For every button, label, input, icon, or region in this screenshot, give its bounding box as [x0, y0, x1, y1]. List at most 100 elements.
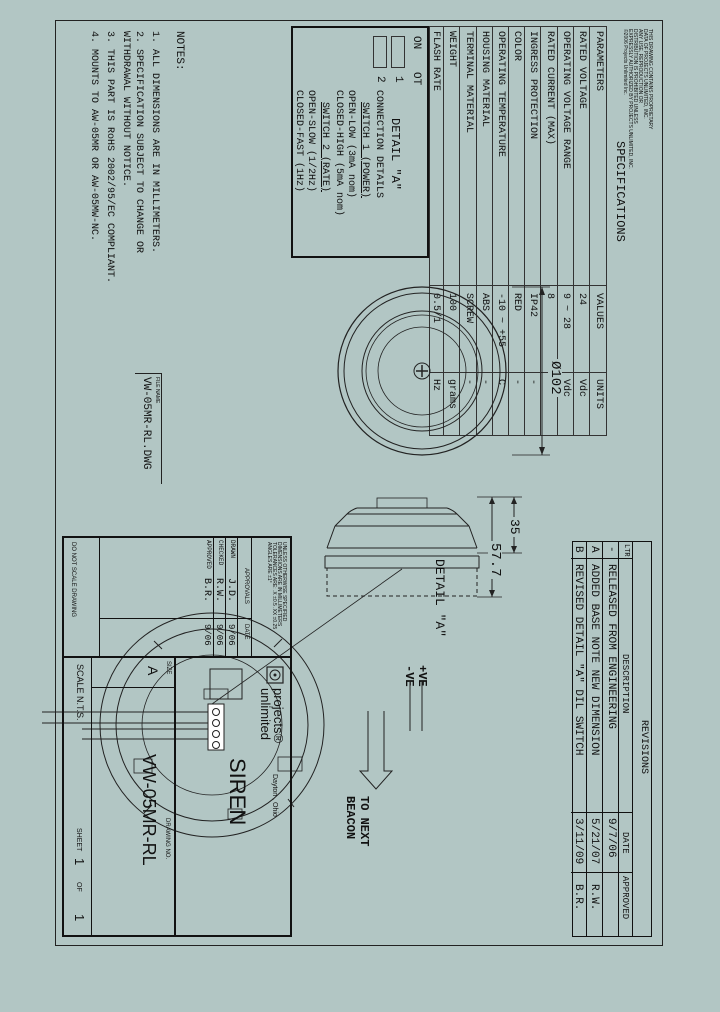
note-line: 4. MOUNTS TO AW-05MR OR AW-05MW-NC. [88, 31, 99, 242]
approval-row: APPROVED B.R. 9/06 [201, 538, 214, 656]
detail-a-line: SWITCH 2 (RATE) [319, 102, 330, 193]
beacon-label: BEACON [343, 796, 357, 840]
rev-header: DESCRIPTION [620, 654, 630, 714]
approvals-area: UNLESS OTHERWISE SPECIFIED DIMENSIONS AR… [64, 538, 290, 658]
approval-row: CHECKED R.W. 9/06 [213, 538, 226, 656]
title-divider [174, 658, 176, 935]
rev-description: REVISED DETAIL "A" DIL SWITCH [572, 564, 584, 756]
revisions-title: REVISIONS [638, 720, 649, 775]
dip-switch-1 [391, 36, 405, 68]
note-line: WITHDRAWAL WITHOUT NOTICE. [120, 31, 131, 188]
spec-param: RATED VOLTAGE [576, 31, 587, 110]
siren-top-view [337, 286, 507, 456]
detail-a-line: OPEN-LOW (3mA nom) [345, 90, 356, 199]
approvals-header: APPROVALS [243, 568, 249, 604]
approval-name: B.R. [201, 578, 212, 603]
siren-side-view [324, 497, 480, 597]
of-label: OF [75, 882, 82, 892]
note-line: 2. SPECIFICATION SUBJECT TO CHANGE OR [133, 31, 144, 254]
approval-date: 9/06 [214, 624, 224, 646]
approval-rows: DRAWN J.D. 9/06 CHECKED R.W. 9/06 APPROVED B.R.… [100, 538, 238, 656]
rev-letter: - [605, 546, 617, 553]
spec-param: COLOR [511, 31, 523, 62]
height-base-label: 35 [507, 517, 522, 537]
spec-param: OPERATING TEMPERATURE [495, 31, 506, 158]
approval-row: DRAWN J.D. 9/06 [225, 538, 238, 656]
of-value: 1 [72, 914, 87, 922]
rev-date: 3/11/09 [572, 818, 584, 865]
spec-param: INGRESS PROTECTION [527, 31, 539, 140]
detail-a-line: SWITCH 1 (POWER) [359, 102, 370, 199]
approval-role: DRAWN [229, 540, 236, 559]
wire-lines [409, 681, 423, 731]
detail-a-drawing [42, 568, 403, 838]
rev-date: 5/21/07 [588, 818, 600, 865]
note-line: 1. ALL DIMENSIONS ARE IN MILLIMETERS. [149, 31, 160, 254]
detail-a-line: CLOSED-HIGH (5mA nom) [333, 90, 344, 217]
height-total-label: 57.7 [487, 541, 503, 579]
approval-role: CHECKED [217, 540, 224, 566]
rev-letter: A [588, 546, 600, 553]
revisions-table: REVISIONS LTR DESCRIPTION DATE APPROVED … [571, 541, 652, 937]
spec-value: 24 [576, 293, 587, 306]
approval-name: J.D. [225, 578, 236, 603]
company-logo-icon [266, 666, 284, 684]
switch-header-on: ON [410, 36, 422, 50]
approval-date: 9/06 [226, 624, 236, 646]
company-area: projects® unlimited Dayton , Ohio SIREN … [64, 658, 290, 935]
approvals-divider [99, 538, 100, 656]
size-label: SIZE [165, 661, 171, 675]
sheet-label: SHEET [75, 828, 82, 852]
drawing-no-value: VW-05MR-RL [139, 754, 159, 866]
rotated-drawing: THIS DRAWING CONTAINS PROPRIETARY DATA O… [42, 21, 662, 945]
drawing-no-label: DRAWING NO. [164, 818, 170, 860]
spec-param: FLASH RATE [430, 31, 442, 92]
rev-approved: R.W. [588, 884, 600, 911]
notes: NOTES: 1. ALL DIMENSIONS ARE IN MILLIMET… [88, 31, 185, 284]
title-divider [91, 658, 92, 935]
spec-header: VALUES [593, 293, 604, 330]
file-name-block: FILE NAME VW-05MR-RL.DWG [135, 373, 162, 484]
notes-title: NOTES: [173, 31, 185, 71]
detail-a-box: ON OT 1 2 DETAIL "A" CONNECTION DETAILS … [291, 26, 429, 258]
size-value: A [145, 666, 161, 676]
dip-switch-2 [373, 36, 387, 68]
rev-header: DATE [620, 832, 630, 854]
rev-letter: B [572, 546, 584, 553]
tolerance-notes: UNLESS OTHERWISE SPECIFIED DIMENSIONS AR… [266, 542, 287, 629]
approval-name: R.W. [213, 578, 224, 603]
specifications-title: SPECIFICATIONS [613, 141, 627, 242]
drawing-sheet: THIS DRAWING CONTAINS PROPRIETARY DATA O… [42, 20, 663, 946]
approval-role: APPROVED [205, 540, 212, 569]
date-header: DATE [243, 624, 249, 640]
spec-unit: Vdc [576, 379, 587, 398]
spec-header-row: PARAMETERS VALUES UNITS [590, 27, 606, 435]
spec-param: WEIGHT [446, 31, 458, 68]
switch-number-1: 1 [392, 76, 404, 83]
detail-a-label: DETAIL "A" [432, 559, 447, 638]
spec-param: OPERATING VOLTAGE RANGE [559, 31, 571, 170]
detail-a-line: OPEN-SLOW (1/2Hz) [305, 90, 316, 193]
note-line: 3. THIS PART IS RoHS 2002/95/EC COMPLIAN… [104, 31, 115, 284]
approval-date: 9/06 [202, 624, 212, 646]
detail-a-line: CONNECTION DETAILS [373, 90, 384, 199]
file-name-label: FILE NAME [154, 377, 160, 404]
approvals-divider [251, 538, 252, 656]
spec-header: PARAMETERS [593, 31, 604, 92]
rev-approved: B.R. [572, 884, 584, 911]
drawing-title: SIREN [225, 758, 250, 826]
company-name-1: projects® [271, 688, 286, 744]
switch-number-2: 2 [374, 76, 386, 83]
rev-header: APPROVED [620, 876, 630, 920]
spec-param: RATED CURRENT (MAX) [543, 31, 555, 146]
to-next-label: TO NEXT [357, 796, 371, 847]
do-not-scale: DO NOT SCALE DRAWING [70, 542, 76, 618]
spec-header: UNITS [593, 379, 604, 410]
diameter-label: Ø102 [547, 359, 563, 397]
title-block: UNLESS OTHERWISE SPECIFIED DIMENSIONS AR… [62, 536, 292, 937]
